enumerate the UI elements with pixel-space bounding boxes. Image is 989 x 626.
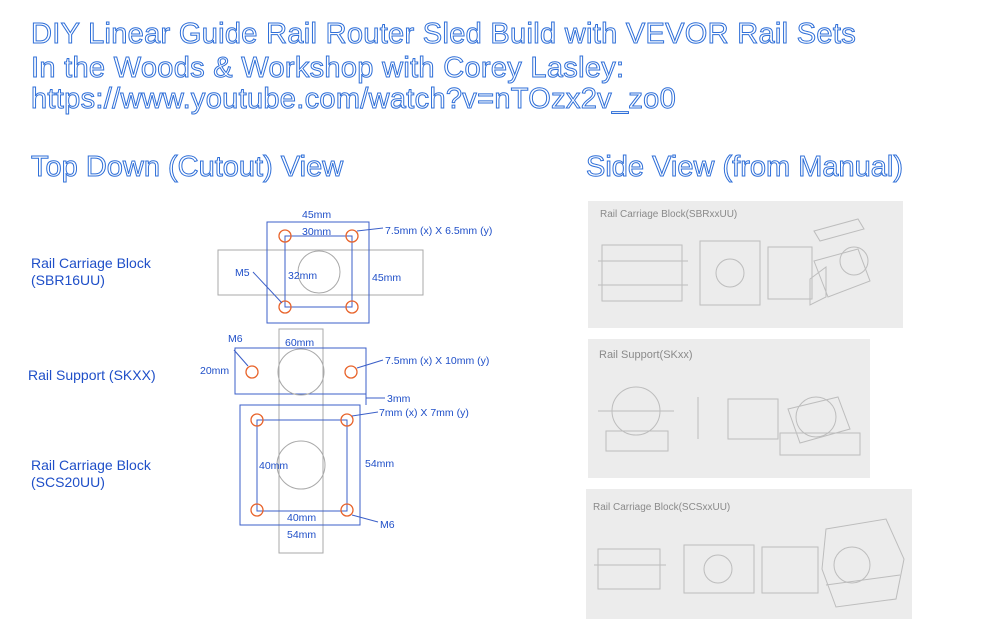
dim-label: 7mm (x) X 7mm (y) [379,407,469,419]
manual-image-carriage-scs: Rail Carriage Block(SCSxxUU) [586,489,912,619]
mount-hole [245,365,259,379]
dimension-labels: 45mm 30mm 7.5mm (x) X 6.5mm (y) M5 32mm … [200,209,492,541]
manual-drawing [598,386,861,456]
dim-label: 40mm [287,512,316,524]
mount-hole [278,229,292,243]
manual-drawing [594,518,905,608]
panel-caption: Rail Carriage Block(SCSxxUU) [593,502,731,513]
dim-label: 54mm [287,529,316,541]
mount-hole [345,300,359,314]
dim-label: 54mm [365,458,394,470]
dim-label: 20mm [200,365,229,377]
page-title: DIY Linear Guide Rail Router Sled Build … [30,18,857,50]
carriage-block-scs20uu [239,404,379,554]
dim-label: M6 [380,519,395,531]
mount-hole [250,503,264,517]
mount-hole [345,229,359,243]
dim-label: M6 [228,333,243,345]
dim-label: 60mm [285,337,314,349]
dim-label: 7.5mm (x) X 10mm (y) [385,355,489,367]
mount-hole [340,413,354,427]
dim-label: 30mm [302,226,331,238]
carriage1-label: Rail Carriage Block (SBR16UU) [31,255,151,288]
carriage-block-sbr16uu [217,221,424,324]
mount-hole [344,365,358,379]
dim-label: 45mm [372,272,401,284]
dim-label: 7.5mm (x) X 6.5mm (y) [385,225,492,237]
manual-image-carriage-sbr: Rail Carriage Block(SBRxxUU) [588,201,903,328]
page-subtitle: In the Woods & Workshop with Corey Lasle… [30,52,625,84]
rail-support-skxx [233,328,385,406]
manual-image-rail-support: Rail Support(SKxx) [588,339,870,478]
carriage2-label: Rail Carriage Block (SCS20UU) [31,457,151,490]
support-label: Rail Support (SKXX) [28,367,156,383]
dim-label: 40mm [259,460,288,472]
top-view-heading: Top Down (Cutout) View [30,151,344,184]
panel-caption: Rail Support(SKxx) [599,349,693,361]
manual-drawing [598,218,871,306]
mount-hole [340,503,354,517]
dim-label: M5 [235,267,250,279]
dim-label: 45mm [302,209,331,221]
video-link[interactable]: https://www.youtube.com/watch?v=nTOzx2v_… [30,83,677,115]
panel-caption: Rail Carriage Block(SBRxxUU) [600,209,738,220]
mount-hole [250,413,264,427]
dim-label: 32mm [288,270,317,282]
mount-hole [278,300,292,314]
dim-label: 3mm [387,393,411,405]
side-view-heading: Side View (from Manual) [586,151,904,184]
